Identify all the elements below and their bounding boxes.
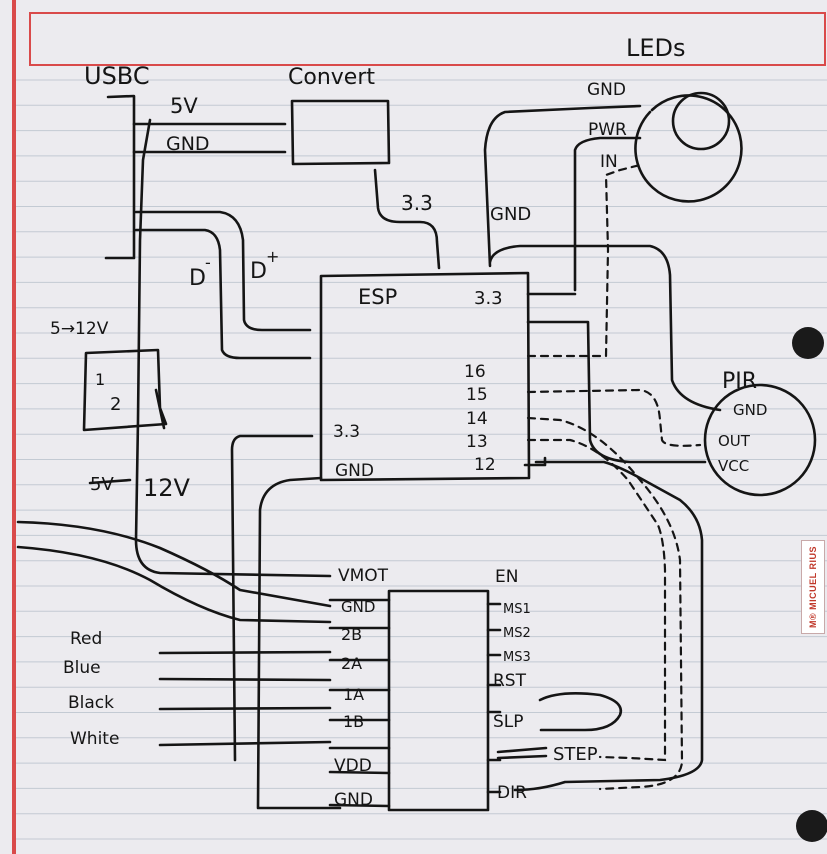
- boost-pin2: 2: [110, 394, 121, 415]
- motor-cable-bottom: [16, 545, 332, 624]
- esp-pin-15: 15: [466, 385, 488, 405]
- driver-2a: 2A: [341, 654, 362, 673]
- wiring: [16, 91, 817, 812]
- gnd-top-label: GND: [166, 133, 210, 155]
- d-plus-sign: +: [266, 247, 279, 266]
- 12v-label: 12V: [143, 474, 191, 502]
- esp-pin-16: 16: [464, 362, 486, 382]
- wire-rst-slp-loop: [538, 692, 623, 732]
- header-box: [29, 12, 826, 66]
- driver-gnd-bottom: GND: [334, 790, 373, 810]
- wire-led-gnd: [483, 104, 642, 268]
- motor-cable-top: [16, 520, 332, 608]
- wire-vdd: [328, 770, 391, 775]
- esp-pin-gnd: GND: [335, 461, 374, 481]
- wire-led-pwr: [573, 136, 642, 292]
- leds-label: LEDs: [626, 34, 686, 62]
- wire-pwr-to-pir-vcc: [526, 320, 707, 464]
- wire-esp-to-pir-gnd: [488, 244, 722, 412]
- wire-gnd-bottom: [328, 803, 391, 808]
- driver-vmot: VMOT: [338, 566, 389, 586]
- driver-1b: 1B: [343, 712, 364, 731]
- boost-pin1: 1: [95, 370, 105, 389]
- driver-ms1: MS1: [503, 602, 531, 617]
- wire-blue: [158, 677, 332, 682]
- d-minus-label: D: [189, 266, 206, 291]
- led-gnd-wire-label: GND: [490, 204, 531, 225]
- driver-vdd: VDD: [334, 756, 372, 776]
- signal-pin14-to-dir: [526, 416, 684, 791]
- boost-label: 5→12V: [50, 319, 109, 339]
- convert-33-label: 3.3: [401, 191, 433, 215]
- 5v-label: 5V: [170, 94, 198, 118]
- signal-pin13-to-step: [526, 438, 667, 762]
- wire-white: [158, 740, 332, 747]
- pir-sensor: [703, 383, 817, 497]
- d-plus-label: D: [250, 259, 267, 284]
- driver-ms3: MS3: [503, 650, 531, 665]
- ruled-lines: [16, 79, 827, 840]
- esp-pin-33-right: 3.3: [474, 288, 503, 309]
- wire-esp-gnd: [256, 476, 342, 810]
- strike-5v: [88, 478, 132, 485]
- led-gnd-label: GND: [587, 80, 626, 100]
- esp-title: ESP: [358, 285, 397, 309]
- wire-boost-lead: [154, 388, 166, 430]
- wire-label-black: Black: [68, 693, 114, 713]
- wire-label-red: Red: [70, 629, 102, 649]
- led-pwr-label: PWR: [588, 120, 627, 140]
- convert-box: [290, 99, 391, 166]
- driver-1a: 1A: [343, 685, 364, 704]
- led-ring-outer: [634, 94, 743, 203]
- driver-dir: DIR: [497, 783, 527, 803]
- notebook-brand-tag: M® MICUEL RIUS: [801, 540, 825, 634]
- usbc-connector: [104, 94, 136, 260]
- driver-step: STEP: [553, 744, 598, 765]
- pins-right: [486, 602, 502, 794]
- wire-black: [158, 706, 332, 711]
- driver-gnd-top: GND: [341, 598, 375, 616]
- pir-vcc-label: VCC: [718, 457, 749, 475]
- wire-usb-to-vmot: [134, 118, 332, 578]
- driver-2b: 2B: [341, 625, 362, 644]
- binder-hole-top: [792, 327, 824, 359]
- dashed-signals: [526, 163, 702, 791]
- esp-pin-13: 13: [466, 432, 488, 452]
- pir-label: PIR: [722, 369, 757, 394]
- usbc-label: USBC: [84, 62, 150, 90]
- driver-rst: RST: [493, 671, 527, 691]
- driver-en: EN: [495, 567, 518, 587]
- wire-convert-33: [373, 168, 441, 270]
- led-in-label: IN: [600, 152, 618, 172]
- pir-gnd-label: GND: [733, 401, 767, 419]
- wire-pin12: [513, 456, 704, 792]
- 5v-struck-label: 5V: [90, 474, 114, 495]
- driver-slp: SLP: [493, 712, 524, 732]
- wire-d-minus: [134, 210, 312, 332]
- signal-pin15-to-pir-out: [526, 388, 702, 447]
- esp-box: [319, 271, 531, 482]
- driver-ms2: MS2: [503, 626, 531, 641]
- labels: USBC 5V GND Convert 3.3 GND LEDs GND PWR…: [50, 34, 767, 810]
- wire-label-white: White: [70, 729, 119, 749]
- esp-pin-33-left: 3.3: [333, 422, 360, 442]
- driver-box: [387, 589, 490, 812]
- led-ring-inner: [671, 91, 731, 151]
- wire-d-plus: [134, 228, 312, 360]
- wire-label-blue: Blue: [63, 658, 101, 678]
- esp-pin-12: 12: [474, 455, 496, 475]
- pins-left: [328, 598, 391, 750]
- wire-esp-33-left: [230, 434, 314, 762]
- d-minus-sign: -: [205, 253, 211, 272]
- strike-en-step: [496, 746, 548, 760]
- wire-red: [158, 650, 332, 655]
- signal-pin16-to-led-in: [526, 163, 642, 358]
- esp-pin-14: 14: [466, 409, 488, 429]
- convert-label: Convert: [288, 65, 375, 90]
- binder-hole-bottom: [796, 810, 827, 842]
- notebook-brand-text: M® MICUEL RIUS: [808, 546, 818, 628]
- boost-converter: [82, 348, 168, 432]
- pir-out-label: OUT: [718, 432, 751, 450]
